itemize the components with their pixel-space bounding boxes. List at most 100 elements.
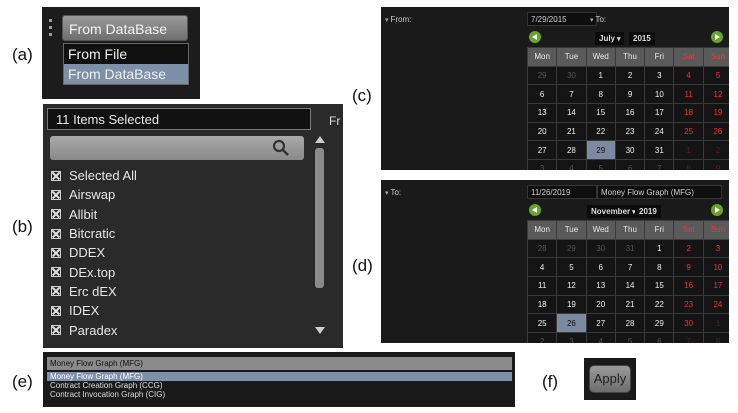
next-month-icon[interactable] [711, 31, 723, 43]
scroll-up-icon[interactable] [315, 136, 325, 143]
calendar-day[interactable]: 8 [702, 332, 729, 343]
calendar-day[interactable]: 3 [702, 238, 729, 259]
calendar-day[interactable]: 1 [585, 65, 616, 86]
checkbox-checked-icon[interactable] [51, 228, 61, 239]
exchange-list-item[interactable]: DDEX [51, 243, 311, 262]
calendar-day[interactable]: 30 [585, 238, 616, 259]
calendar-day[interactable]: 13 [526, 103, 558, 123]
calendar-day[interactable]: 7 [673, 332, 704, 343]
drag-handle-icon[interactable] [49, 19, 53, 36]
calendar-day[interactable]: 14 [556, 103, 587, 123]
calendar-day[interactable]: 24 [644, 121, 675, 142]
calendar-day[interactable]: 27 [585, 313, 616, 334]
graph-type-select[interactable]: Money Flow Graph (MFG) [597, 185, 722, 199]
selected-day[interactable]: 26 [556, 313, 587, 334]
calendar-day[interactable]: 16 [614, 103, 646, 123]
source-option-file[interactable]: From File [68, 46, 128, 62]
calendar-day[interactable]: 9 [673, 257, 704, 278]
next-month-icon[interactable] [711, 204, 723, 216]
graph-option-mfg[interactable]: Money Flow Graph (MFG) [47, 372, 512, 381]
calendar-day[interactable]: 12 [556, 276, 587, 296]
from-date-input[interactable]: 7/29/2015 [527, 12, 597, 26]
graph-option-ccg[interactable]: Contract Creation Graph (CCG) [50, 381, 163, 390]
calendar-day[interactable]: 7 [614, 257, 646, 278]
checkbox-checked-icon[interactable] [51, 170, 61, 181]
calendar-day[interactable]: 8 [644, 257, 675, 278]
calendar-day[interactable]: 4 [585, 332, 616, 343]
month-select[interactable]: July [595, 32, 625, 45]
calendar-day[interactable]: 9 [702, 159, 729, 170]
calendar-day[interactable]: 25 [526, 313, 558, 334]
calendar-day[interactable]: 3 [644, 65, 675, 86]
calendar-day[interactable]: 4 [526, 257, 558, 278]
exchange-list-item[interactable]: Allbit [51, 205, 311, 224]
selected-day[interactable]: 29 [585, 140, 616, 161]
calendar-day[interactable]: 20 [585, 294, 616, 315]
calendar-day[interactable]: 28 [526, 238, 558, 259]
prev-month-icon[interactable] [529, 204, 541, 216]
calendar-day[interactable]: 22 [644, 294, 675, 315]
calendar-day[interactable]: 19 [556, 294, 587, 315]
calendar-day[interactable]: 29 [644, 313, 675, 334]
calendar-day[interactable]: 4 [673, 65, 704, 86]
to-date-input[interactable]: 11/26/2019 [527, 185, 597, 199]
checkbox-checked-icon[interactable] [51, 286, 61, 297]
exchange-list-item[interactable]: Airswap [51, 185, 311, 204]
calendar-day[interactable]: 29 [556, 238, 587, 259]
calendar-day[interactable]: 19 [702, 103, 729, 123]
exchange-list-item[interactable]: DEx.top [51, 262, 311, 281]
apply-button[interactable]: Apply [589, 365, 631, 393]
year-select[interactable]: 2019 [635, 205, 661, 218]
exchange-list-item[interactable]: Bitcratic [51, 224, 311, 243]
calendar-day[interactable]: 25 [673, 121, 704, 142]
calendar-day[interactable]: 30 [556, 65, 587, 86]
calendar-day[interactable]: 2 [673, 238, 704, 259]
checkbox-checked-icon[interactable] [51, 209, 61, 220]
calendar-day[interactable]: 5 [556, 257, 587, 278]
calendar-day[interactable]: 6 [526, 84, 558, 105]
calendar-day[interactable]: 29 [526, 65, 558, 86]
checkbox-checked-icon[interactable] [51, 267, 61, 278]
calendar-day[interactable]: 3 [526, 159, 558, 170]
calendar-day[interactable]: 2 [614, 65, 646, 86]
calendar-day[interactable]: 6 [614, 159, 646, 170]
calendar-day[interactable]: 2 [526, 332, 558, 343]
prev-month-icon[interactable] [529, 31, 541, 43]
source-option-database[interactable]: From DataBase [64, 64, 188, 84]
calendar-day[interactable]: 14 [614, 276, 646, 296]
graph-type-select[interactable]: Money Flow Graph (MFG) [47, 357, 512, 370]
calendar-day[interactable]: 31 [644, 140, 675, 161]
calendar-day[interactable]: 3 [556, 332, 587, 343]
calendar-day[interactable]: 7 [556, 84, 587, 105]
multiselect-search-input[interactable] [50, 136, 304, 160]
calendar-day[interactable]: 13 [585, 276, 616, 296]
calendar-day[interactable]: 1 [702, 313, 729, 334]
calendar-day[interactable]: 22 [585, 121, 616, 142]
graph-option-cig[interactable]: Contract Invocation Graph (CIG) [50, 390, 166, 399]
calendar-day[interactable]: 21 [556, 121, 587, 142]
source-select[interactable]: From DataBase [62, 15, 188, 41]
calendar-day[interactable]: 30 [614, 140, 646, 161]
scrollbar[interactable] [314, 136, 326, 334]
checkbox-checked-icon[interactable] [51, 189, 61, 200]
exchange-list-item[interactable]: Selected All [51, 166, 311, 185]
calendar-day[interactable]: 11 [673, 84, 704, 105]
exchange-list-item[interactable]: Paradex [51, 320, 311, 339]
calendar-day[interactable]: 15 [644, 276, 675, 296]
calendar-day[interactable]: 7 [644, 159, 675, 170]
calendar-day[interactable]: 8 [585, 84, 616, 105]
calendar-day[interactable]: 12 [702, 84, 729, 105]
calendar-day[interactable]: 28 [614, 313, 646, 334]
calendar-day[interactable]: 31 [614, 238, 646, 259]
calendar-day[interactable]: 6 [644, 332, 675, 343]
multiselect-header[interactable]: 11 Items Selected [47, 108, 311, 130]
calendar-day[interactable]: 15 [585, 103, 616, 123]
calendar-day[interactable]: 10 [644, 84, 675, 105]
checkbox-checked-icon[interactable] [51, 247, 61, 258]
scroll-down-icon[interactable] [315, 327, 325, 334]
calendar-day[interactable]: 18 [526, 294, 558, 315]
calendar-day[interactable]: 6 [585, 257, 616, 278]
calendar-day[interactable]: 28 [556, 140, 587, 161]
calendar-day[interactable]: 2 [702, 140, 729, 161]
calendar-day[interactable]: 4 [556, 159, 587, 170]
